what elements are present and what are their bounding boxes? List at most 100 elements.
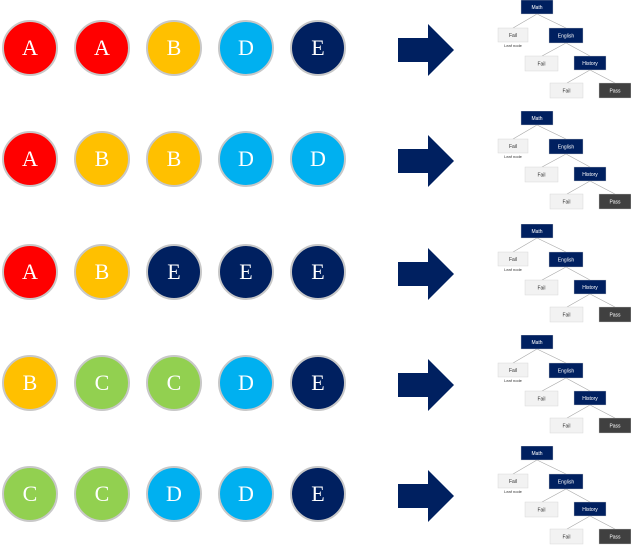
tree-node-english: English: [548, 27, 584, 44]
tree-node-label: History: [582, 285, 598, 291]
grade-circle: E: [290, 244, 346, 300]
tree-node-pass: Pass: [598, 417, 631, 434]
tree-node-fail: Fail: [497, 251, 529, 267]
tree-node-label: Pass: [609, 423, 621, 429]
right-arrow-icon: [398, 470, 454, 522]
tree-node-label: Fail: [562, 534, 570, 540]
tree-node-math: Math: [520, 224, 554, 239]
tree-node-label: Pass: [609, 312, 621, 318]
grade-circle: E: [290, 355, 346, 411]
tree-node-fail: Fail: [497, 362, 529, 378]
tree-node-english: English: [548, 138, 584, 155]
tree-node-math: Math: [520, 335, 554, 350]
tree-node-history: History: [573, 501, 607, 517]
tree-node-label: Fail: [537, 396, 545, 402]
grade-circle: A: [2, 244, 58, 300]
grade-circle: B: [146, 20, 202, 76]
tree-node-fail: Fail: [524, 55, 559, 72]
tree-node-math: Math: [520, 0, 554, 15]
tree-node-label: English: [558, 33, 575, 39]
grade-circle: A: [2, 131, 58, 187]
grade-circle: D: [218, 466, 274, 522]
tree-node-label: Fail: [537, 61, 545, 67]
grade-circle: E: [290, 20, 346, 76]
tree-node-history: History: [573, 279, 607, 295]
grade-circle: E: [290, 466, 346, 522]
tree-node-math: Math: [520, 446, 554, 461]
tree-node-label: Fail: [537, 172, 545, 178]
tree-node-fail: Fail: [524, 166, 559, 183]
tree-node-pass: Pass: [598, 193, 631, 210]
tree-node-english: English: [548, 362, 584, 379]
tree-node-math: Math: [520, 111, 554, 126]
grade-circle: D: [218, 20, 274, 76]
tree-node-fail: Fail: [549, 417, 584, 434]
tree-node-label: Fail: [509, 479, 517, 485]
tree-node-fail: Fail: [549, 528, 584, 545]
right-arrow-icon: [398, 24, 454, 76]
tree-node-fail: Fail: [524, 279, 559, 296]
tree-node-history: History: [573, 390, 607, 406]
tree-node-label: Fail: [562, 312, 570, 318]
tree-node-label: Fail: [537, 285, 545, 291]
tree-node-fail: Fail: [549, 306, 584, 323]
tree-node-fail: Fail: [549, 193, 584, 210]
right-arrow-icon: [398, 248, 454, 300]
leaf-node-note: Leaf node: [504, 267, 523, 272]
grade-circle: B: [74, 244, 130, 300]
grade-circle: A: [2, 20, 58, 76]
grade-circle: A: [74, 20, 130, 76]
grade-circle: C: [2, 466, 58, 522]
grade-circle: D: [218, 355, 274, 411]
grade-circle: D: [290, 131, 346, 187]
tree-node-label: English: [558, 479, 575, 485]
grade-circle: B: [2, 355, 58, 411]
tree-node-english: English: [548, 473, 584, 490]
tree-node-label: History: [582, 396, 598, 402]
leaf-node-note: Leaf node: [504, 378, 523, 383]
grade-circle: B: [74, 131, 130, 187]
grade-circle: D: [146, 466, 202, 522]
grade-circle: E: [218, 244, 274, 300]
tree-node-label: Math: [531, 340, 542, 346]
leaf-node-note: Leaf node: [504, 43, 523, 48]
tree-node-label: Pass: [609, 534, 621, 540]
tree-node-label: Fail: [562, 88, 570, 94]
tree-node-label: Pass: [609, 199, 621, 205]
tree-node-label: Fail: [509, 33, 517, 39]
grade-circle: C: [146, 355, 202, 411]
right-arrow-icon: [398, 359, 454, 411]
grade-circle: C: [74, 466, 130, 522]
grade-circle: D: [218, 131, 274, 187]
tree-node-label: English: [558, 257, 575, 263]
grade-circle: B: [146, 131, 202, 187]
tree-node-fail: Fail: [524, 501, 559, 518]
leaf-node-note: Leaf node: [504, 489, 523, 494]
tree-node-english: English: [548, 251, 584, 268]
tree-node-label: Math: [531, 5, 542, 11]
tree-node-fail: Fail: [497, 473, 529, 489]
tree-node-label: Math: [531, 116, 542, 122]
right-arrow-icon: [398, 135, 454, 187]
grade-circle: E: [146, 244, 202, 300]
tree-node-label: History: [582, 172, 598, 178]
tree-node-label: English: [558, 368, 575, 374]
leaf-node-note: Leaf node: [504, 154, 523, 159]
tree-node-label: English: [558, 144, 575, 150]
tree-node-label: Fail: [562, 199, 570, 205]
grade-circle: C: [74, 355, 130, 411]
tree-node-label: Fail: [537, 507, 545, 513]
tree-node-pass: Pass: [598, 306, 631, 323]
tree-node-label: History: [582, 507, 598, 513]
tree-node-label: Fail: [509, 257, 517, 263]
tree-node-history: History: [573, 55, 607, 71]
tree-node-label: Fail: [509, 144, 517, 150]
